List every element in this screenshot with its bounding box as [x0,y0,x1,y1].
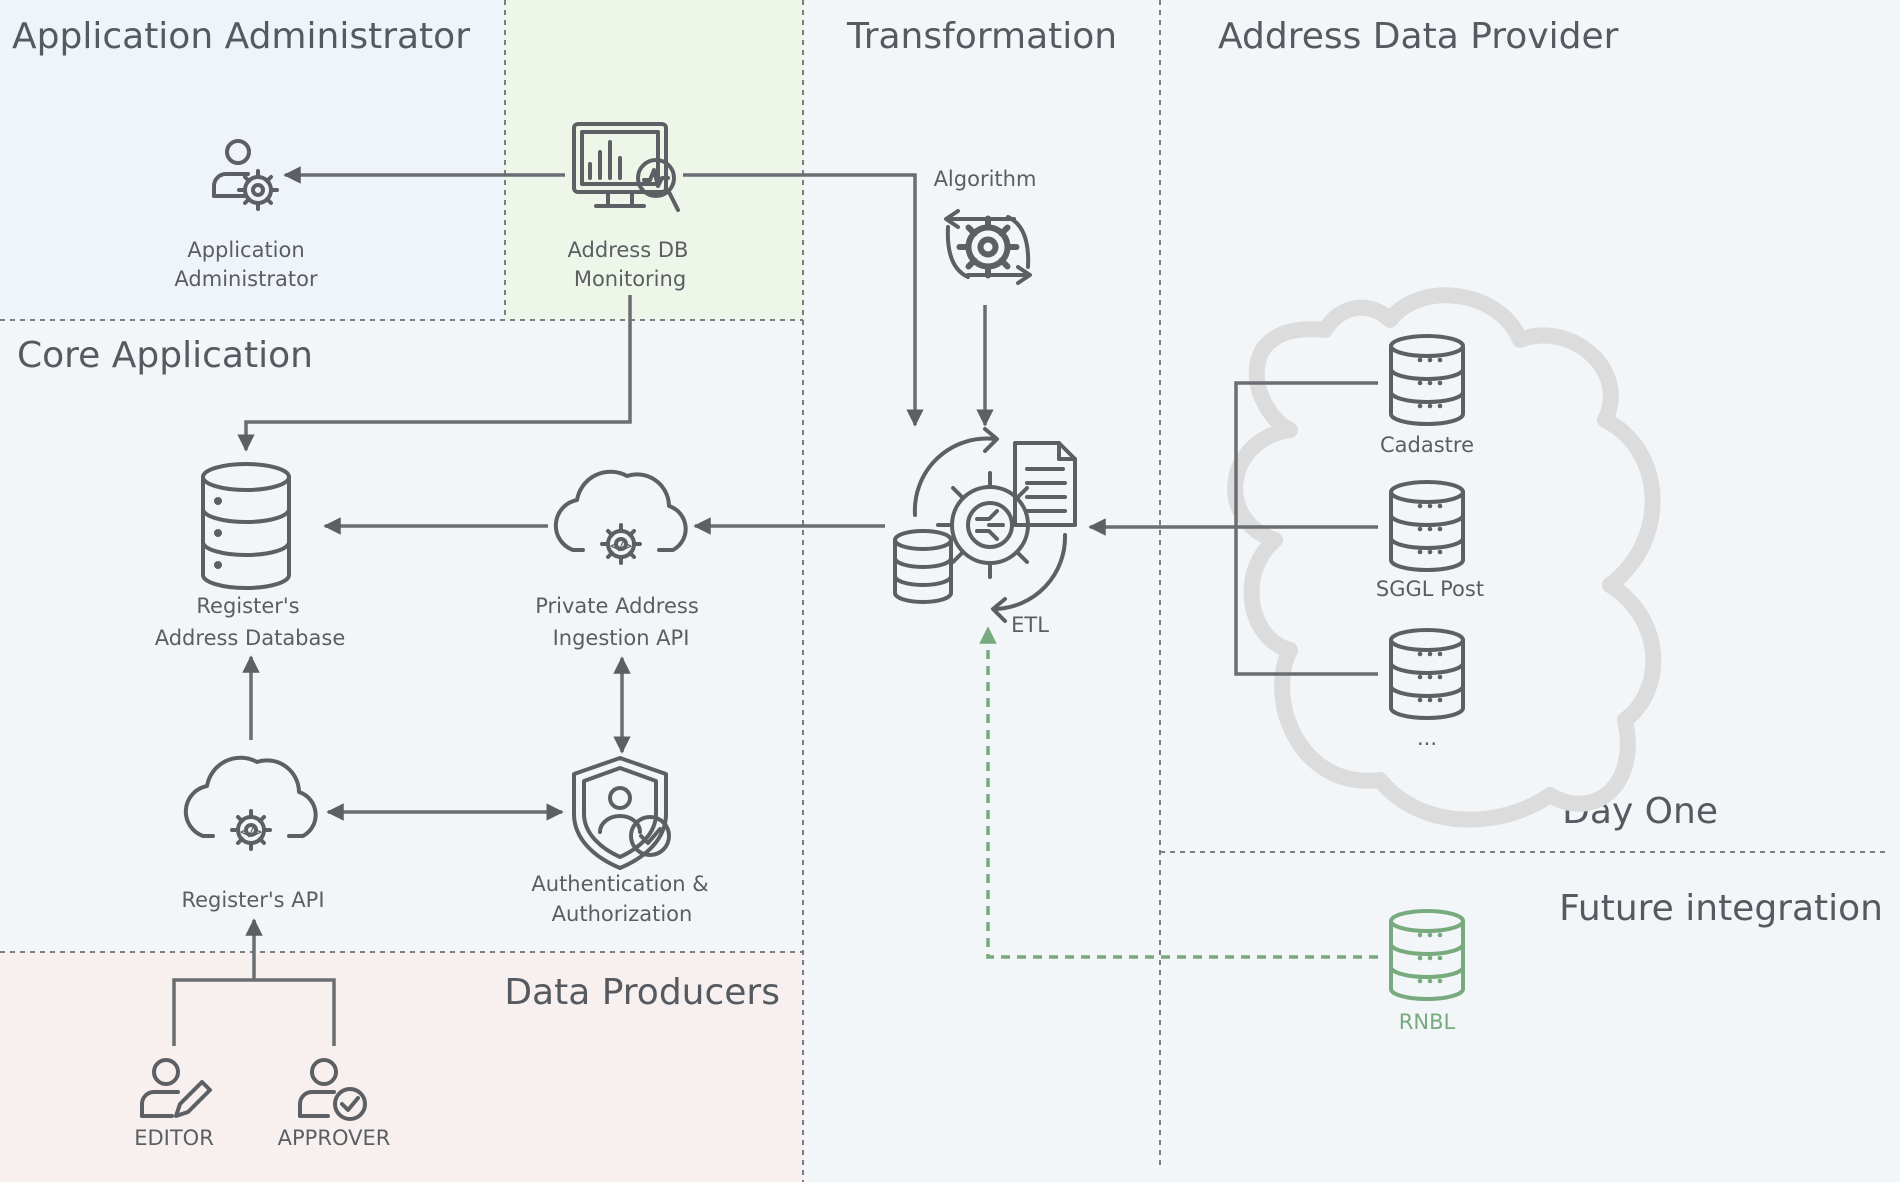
cadastre-label: Cadastre [1380,433,1474,457]
editor-node: EDITOR [134,1058,214,1150]
app-admin-zone [0,0,503,320]
core-application-zone [0,320,803,952]
cadastre-node: Cadastre [1380,334,1474,457]
address-provider-zone [1157,0,1900,1182]
algorithm-icon [944,209,1032,285]
zone-title-transformation: Transformation [846,16,1117,57]
ingestion-api-node: Private Address Ingestion API [535,472,699,650]
register-db-label-2: Address Database [155,626,346,650]
sggl-post-label: SGGL Post [1376,577,1484,601]
zone-title-core-application: Core Application [17,335,313,376]
admin-icon [212,139,279,211]
auth-node: Authentication & Authorization [531,756,709,926]
editor-label: EDITOR [134,1126,214,1150]
shield-icon [572,756,671,870]
arrow-monitoring-to-etl [683,173,924,427]
arrow-monitoring-to-register-db [237,295,632,452]
data-producers-zone [0,952,803,1182]
etl-icon [893,427,1077,623]
arrow-rnbl-to-etl [979,626,1378,959]
monitoring-label-1: Address DB [568,238,689,262]
connections [172,166,1378,1046]
register-api-node: Register's API [181,758,325,912]
register-db-icon [201,462,291,590]
rnbl-db-icon [1389,909,1465,1001]
zone-title-address-provider: Address Data Provider [1218,16,1619,57]
approver-person-check-icon [298,1058,367,1121]
rnbl-node: RNBL [1389,909,1465,1034]
etl-label: ETL [1011,613,1049,637]
more-sources-label: ... [1417,726,1437,750]
zone-title-future-integration: Future integration [1559,888,1883,929]
approver-label: APPROVER [278,1126,391,1150]
monitoring-icon [572,122,680,212]
etl-node: ETL [893,427,1077,637]
provider-cloud [1227,287,1662,828]
approver-node: APPROVER [278,1058,391,1150]
zone-title-app-admin: Application Administrator [12,16,470,57]
ingestion-api-label-2: Ingestion API [553,626,690,650]
register-api-label: Register's API [181,888,324,912]
auth-label-2: Authorization [552,902,693,926]
monitoring-node: Address DB Monitoring [568,122,689,291]
app-admin-label-1: Application [187,238,304,262]
ingestion-api-label-1: Private Address [535,594,699,618]
algorithm-node: Algorithm [934,167,1037,285]
auth-label-1: Authentication & [531,872,708,896]
app-admin-node: Application Administrator [174,139,318,291]
algorithm-label: Algorithm [934,167,1037,191]
register-db-label-1: Register's [196,594,299,618]
app-admin-label-2: Administrator [174,267,318,291]
transformation-zone [803,0,1157,1182]
rnbl-label: RNBL [1399,1010,1456,1034]
zone-title-data-producers: Data Producers [504,972,780,1013]
more-sources-node: ... [1389,628,1465,750]
register-db-node: Register's Address Database [155,462,346,650]
sggl-post-node: SGGL Post [1376,480,1484,601]
editor-person-pen-icon [140,1058,212,1118]
monitoring-label-2: Monitoring [574,267,686,291]
